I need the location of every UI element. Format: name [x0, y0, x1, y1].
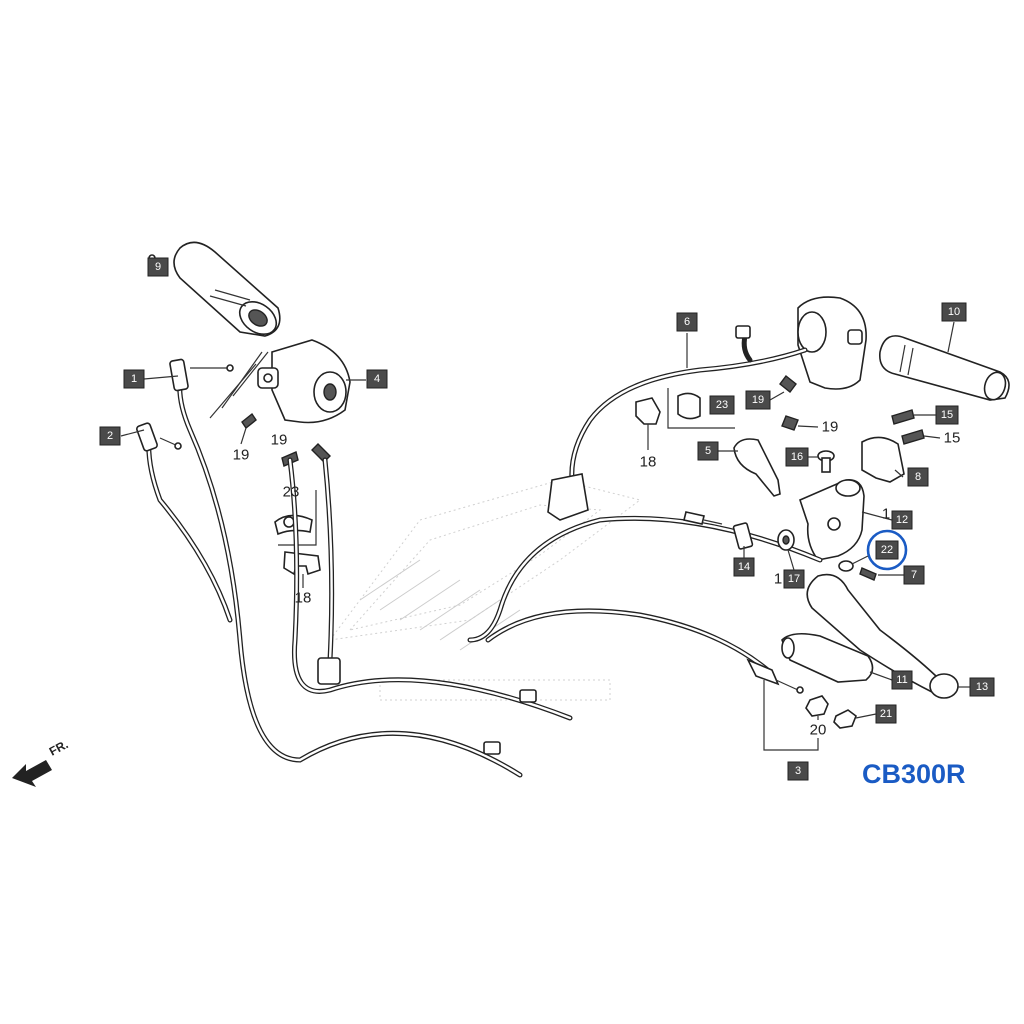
svg-text:21: 21	[880, 708, 892, 720]
svg-text:16: 16	[791, 451, 803, 463]
svg-text:4: 4	[374, 373, 380, 385]
svg-text:18: 18	[640, 454, 657, 471]
front-direction-arrow: FR.	[12, 737, 70, 787]
lever-bracket	[799, 479, 865, 561]
callout-19-b: 19	[271, 432, 288, 449]
svg-text:12: 12	[896, 514, 908, 526]
svg-text:10: 10	[948, 306, 960, 318]
lever-holder	[861, 409, 925, 483]
svg-text:15: 15	[941, 409, 953, 421]
callout-2: 2	[99, 426, 121, 446]
model-label: CB300R	[862, 759, 966, 789]
highlight-ring	[866, 529, 908, 571]
svg-text:7: 7	[911, 569, 917, 581]
callout-14: 14	[733, 546, 755, 577]
switch-button	[733, 438, 781, 497]
svg-text:1: 1	[131, 373, 137, 385]
arrow-icon	[12, 760, 52, 787]
callout-15-plain: 15	[923, 430, 961, 447]
lever-cover	[781, 632, 874, 683]
callout-18-right: 18	[640, 424, 657, 471]
callout-13: 13	[969, 677, 995, 697]
leader-lines	[120, 321, 970, 688]
left-switch-housing	[257, 339, 351, 424]
svg-text:19: 19	[271, 432, 288, 449]
svg-text:17: 17	[788, 573, 800, 585]
svg-text:8: 8	[915, 471, 921, 483]
callout-10: 10	[941, 302, 967, 322]
svg-text:19: 19	[233, 447, 250, 464]
svg-text:13: 13	[976, 681, 988, 693]
callout-8: 8	[907, 467, 929, 487]
svg-text:15: 15	[944, 430, 961, 447]
svg-text:1: 1	[882, 506, 890, 523]
callout-12: 12	[891, 510, 913, 530]
callout-15-box: 15	[914, 405, 959, 425]
svg-text:3: 3	[795, 765, 801, 777]
svg-text:2: 2	[107, 430, 113, 442]
callout-19-c: 19	[745, 390, 785, 410]
callout-7: 7	[903, 565, 925, 585]
left-clip	[283, 551, 321, 576]
callout-18-left: 18	[295, 574, 312, 607]
svg-text:5: 5	[705, 445, 711, 457]
callout-17: 17	[783, 549, 805, 589]
svg-text:19: 19	[752, 394, 764, 406]
svg-text:FR.: FR.	[47, 737, 71, 758]
pivot-screw	[817, 450, 835, 473]
right-grip	[878, 335, 1010, 401]
clutch-lever	[806, 573, 959, 699]
callout-20: 20	[810, 716, 827, 739]
svg-text:14: 14	[738, 561, 750, 573]
svg-text:23: 23	[716, 399, 728, 411]
svg-text:20: 20	[810, 722, 827, 739]
callout-1: 1	[123, 369, 145, 389]
svg-text:6: 6	[684, 316, 690, 328]
callout-21: 21	[855, 704, 897, 724]
callout-23-left: 23	[283, 484, 300, 501]
callout-23-right: 23	[709, 395, 735, 415]
callout-6: 6	[676, 312, 698, 332]
left-grip	[148, 241, 281, 337]
right-switch-housing	[797, 296, 867, 390]
nuts	[805, 695, 857, 729]
svg-text:11: 11	[896, 674, 907, 686]
svg-text:1: 1	[774, 571, 782, 588]
callout-17-prefix: 1	[774, 571, 782, 588]
callout-12-prefix: 1	[882, 506, 890, 523]
right-harness	[547, 325, 808, 521]
callout-22-highlighted: 22	[851, 529, 908, 571]
callout-16: 16	[785, 447, 818, 467]
svg-text:23: 23	[283, 484, 300, 501]
clutch-cable	[467, 511, 823, 751]
callout-4: 4	[366, 369, 388, 389]
callout-3: 3	[787, 761, 809, 781]
watermark-wing	[328, 479, 642, 701]
callout-5: 5	[697, 441, 719, 461]
svg-text:18: 18	[295, 590, 312, 607]
right-clip-and-clamp	[635, 388, 735, 429]
callout-19-a: 19	[233, 427, 250, 464]
callout-9: 9	[147, 257, 169, 277]
callout-11: 11	[891, 670, 913, 690]
svg-text:19: 19	[822, 419, 839, 436]
callout-19-d: 19	[797, 419, 839, 436]
svg-text:22: 22	[881, 544, 893, 556]
cable-adjuster	[732, 522, 795, 551]
throttle-cables	[136, 358, 573, 778]
right-screws	[779, 375, 799, 431]
lever-small-parts	[838, 560, 877, 581]
svg-text:9: 9	[155, 261, 161, 273]
